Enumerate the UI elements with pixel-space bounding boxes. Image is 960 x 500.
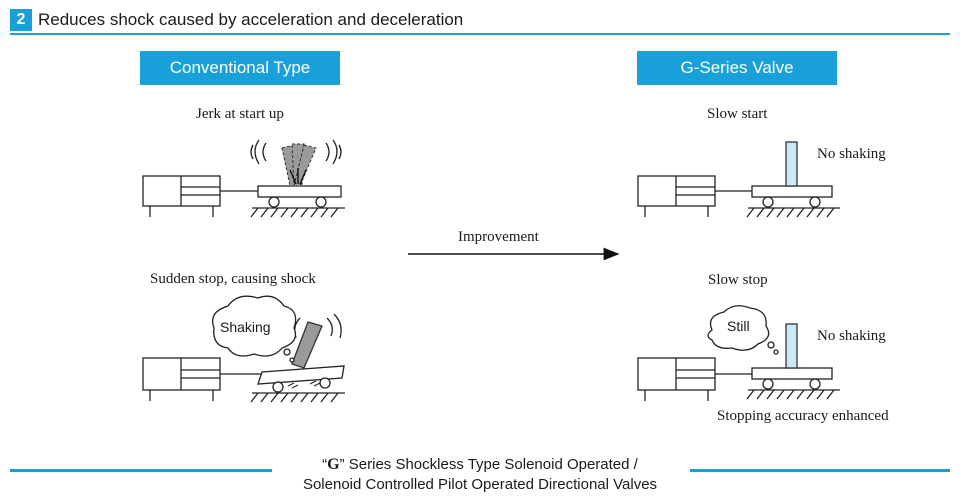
still-bubble-text: Still	[727, 318, 750, 334]
shaking-bubble-text: Shaking	[220, 319, 271, 335]
left-top-caption: Jerk at start up	[196, 106, 284, 122]
stopping-accuracy-caption: Stopping accuracy enhanced	[717, 408, 889, 424]
left-bottom-caption: Sudden stop, causing shock	[150, 271, 316, 287]
footer-line-1: “G” Series Shockless Type Solenoid Opera…	[322, 456, 638, 473]
footer-rule-right	[690, 469, 950, 472]
left-top-mechanism	[142, 139, 345, 218]
cart	[257, 185, 342, 198]
right-top-mechanism	[637, 141, 840, 218]
right-bottom-mechanism	[637, 305, 840, 401]
footer-rule-left	[10, 469, 272, 472]
section-header: 2 Reduces shock caused by acceleration a…	[10, 8, 950, 35]
right-bottom-caption: Slow stop	[708, 272, 768, 288]
section-title: Reduces shock caused by acceleration and…	[38, 10, 464, 29]
g-series-valve-label: G-Series Valve	[637, 51, 837, 85]
footer-line-1-text: ” Series Shockless Type Solenoid Operate…	[339, 456, 638, 473]
header-divider	[10, 33, 950, 35]
g-logo-mark: G	[327, 456, 340, 473]
footer-line-2: Solenoid Controlled Pilot Operated Direc…	[302, 476, 658, 493]
right-top-note: No shaking	[817, 146, 886, 162]
left-bottom-mechanism	[142, 295, 345, 403]
section-number-badge: 2	[10, 9, 32, 31]
conventional-type-label: Conventional Type	[140, 51, 340, 85]
right-bottom-note: No shaking	[817, 328, 886, 344]
right-top-caption: Slow start	[707, 106, 768, 122]
improvement-label: Improvement	[458, 229, 539, 245]
